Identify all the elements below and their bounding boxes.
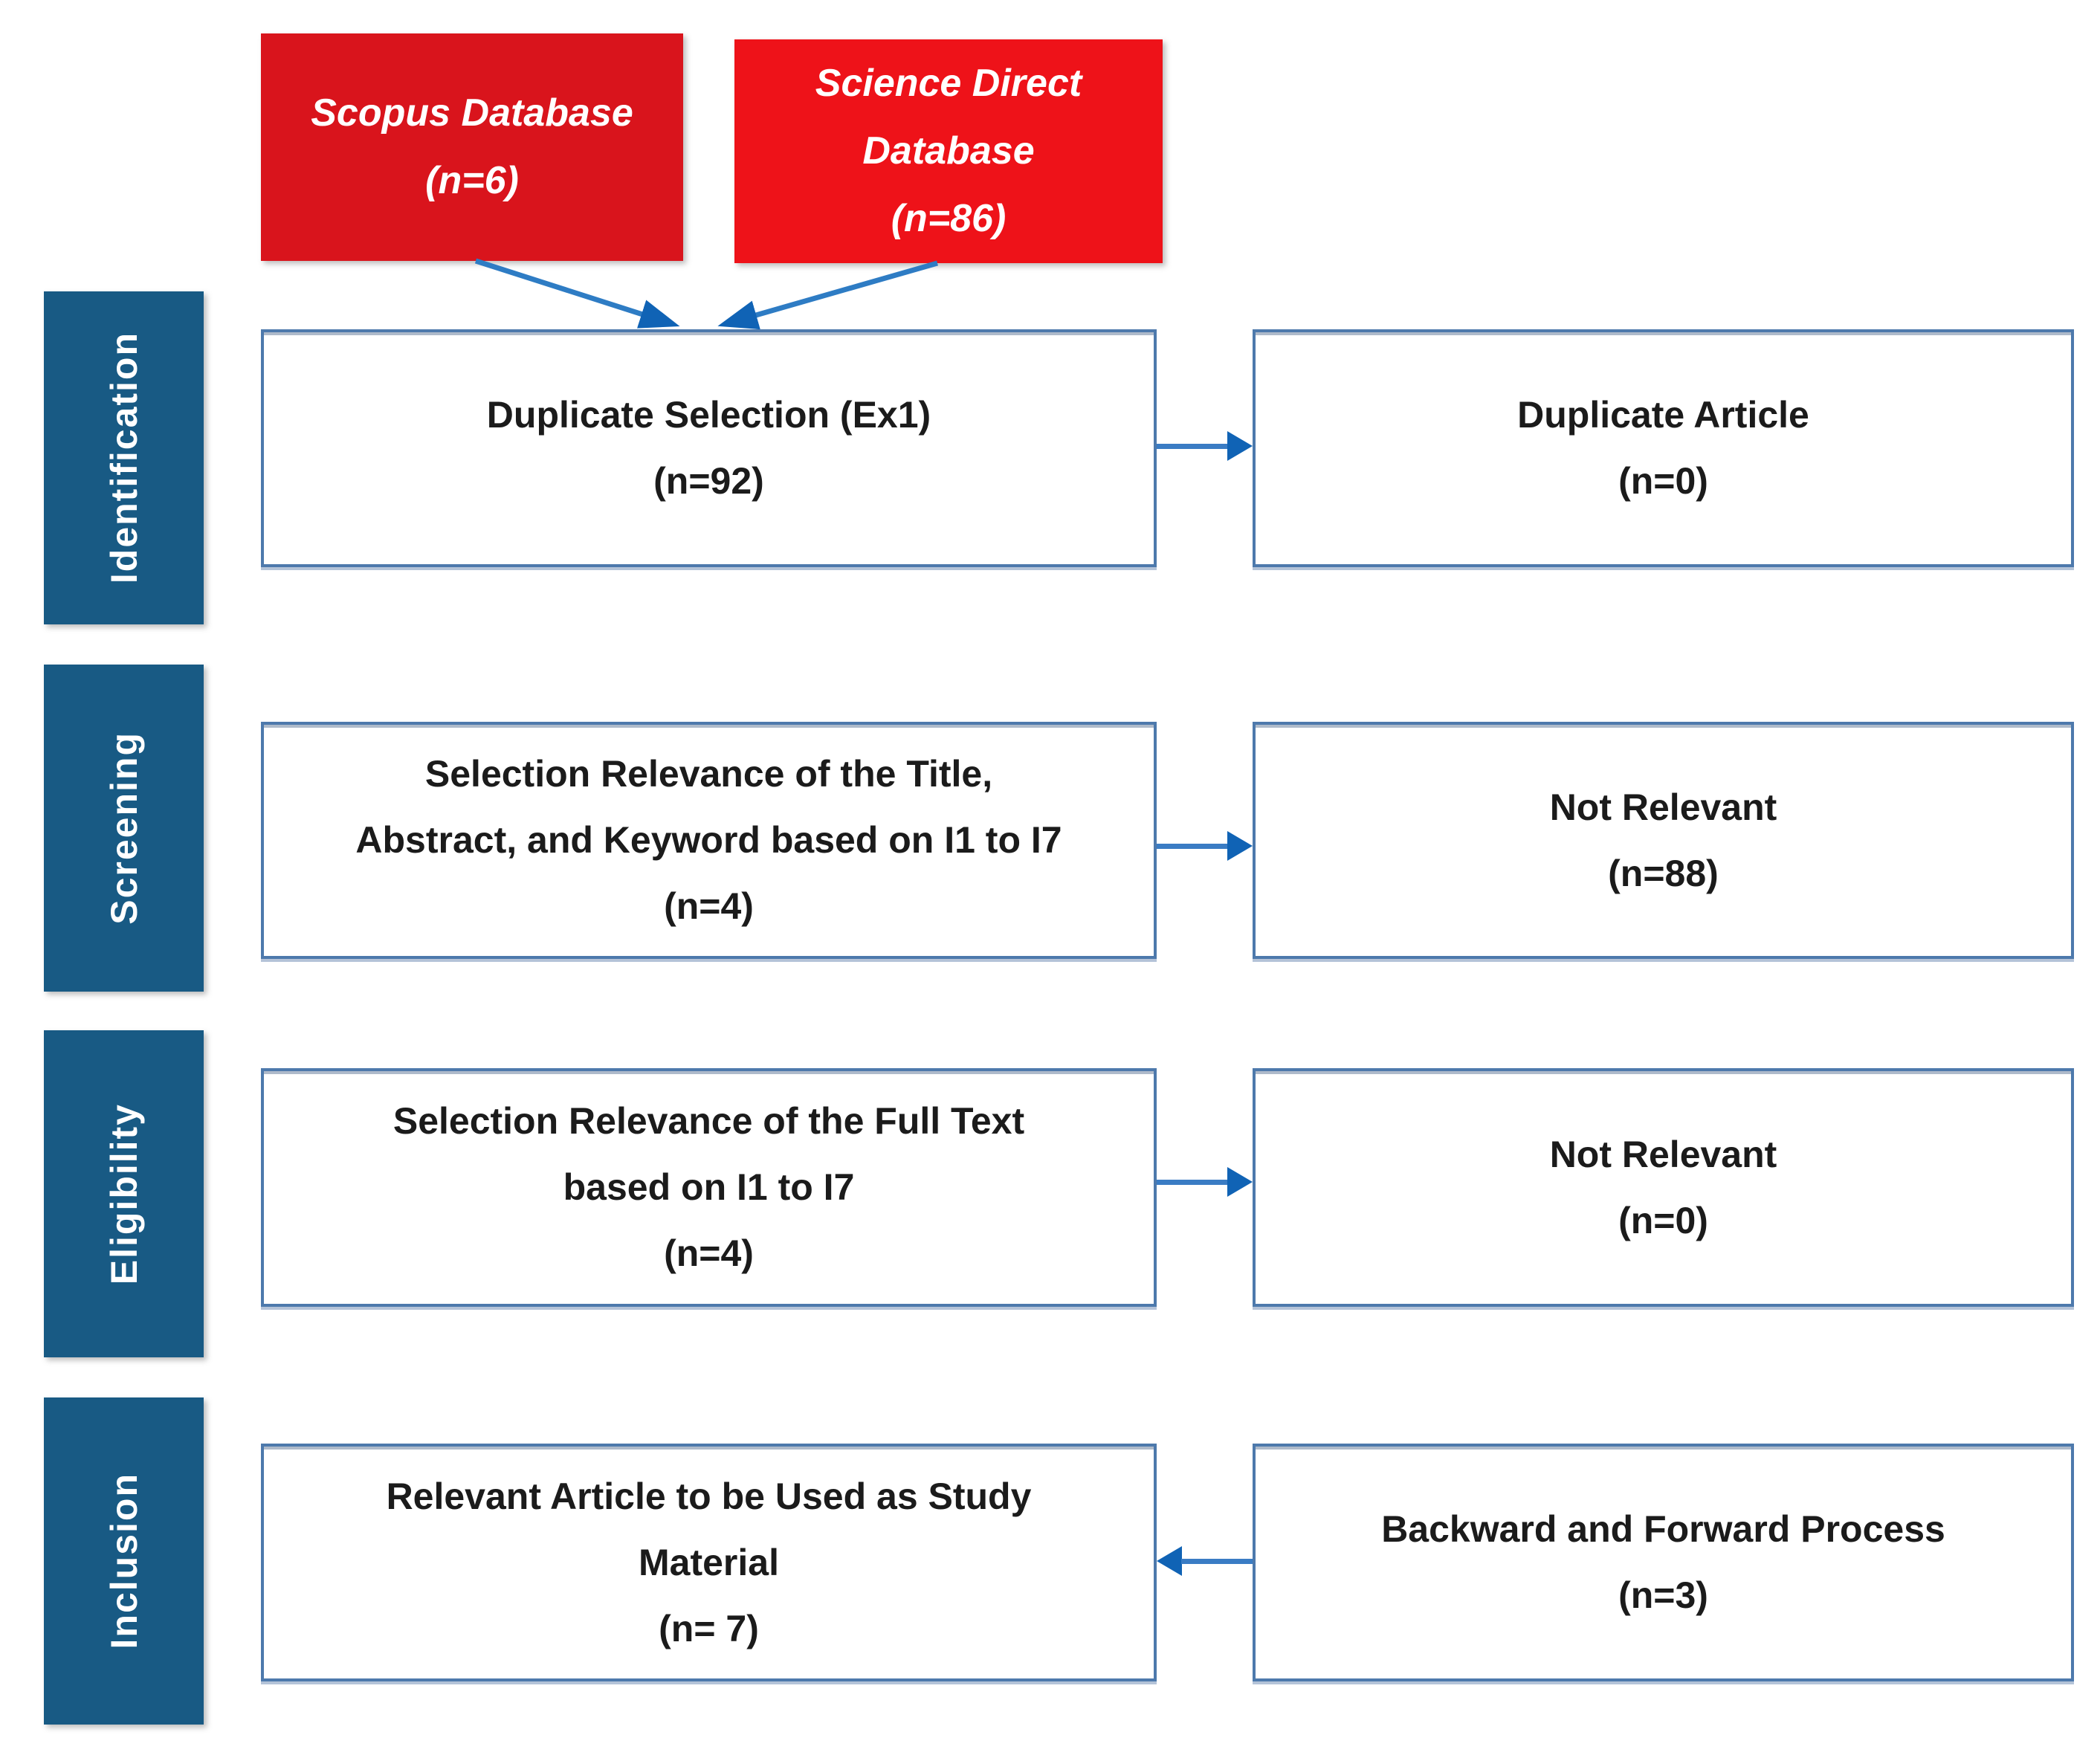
box-text-line: Selection Relevance of the Title, (424, 753, 993, 795)
box-text-line: Not Relevant (1549, 786, 1777, 828)
source-box-text-line: Scopus Database (311, 91, 633, 135)
source-box-text-line: Database (862, 129, 1035, 172)
arrow-shaft (1157, 1180, 1228, 1185)
arrow-row4-left (1157, 1546, 1253, 1576)
arrow-head-left-icon (1157, 1546, 1182, 1576)
stage-label-inclusion: Inclusion (44, 1397, 204, 1725)
arrow-head-right-icon (1227, 431, 1253, 461)
arrow-shaft (1157, 444, 1228, 449)
box-text-line: Not Relevant (1549, 1133, 1777, 1175)
stage-label-text: Eligibility (103, 1102, 145, 1285)
arrow-row1-right (1157, 431, 1253, 461)
stage-label-identification: Identification (44, 291, 204, 624)
arrow-head-right-icon (1227, 831, 1253, 861)
stage-label-eligibility: Eligibility (44, 1030, 204, 1357)
box-text-line: Relevant Article to be Used as Study (386, 1475, 1032, 1517)
source-box-count: (n=86) (891, 197, 1007, 240)
box-full-text-eligibility: Selection Relevance of the Full Text bas… (261, 1068, 1157, 1307)
box-text-line: Material (639, 1541, 779, 1583)
stage-label-text: Identification (103, 332, 145, 584)
arrow-merge-science-direct (717, 260, 938, 330)
box-text-line: Duplicate Article (1517, 394, 1809, 436)
box-count: (n=3) (1618, 1574, 1708, 1616)
box-not-relevant-screening: Not Relevant (n=88) (1253, 722, 2074, 959)
stage-label-text: Inclusion (103, 1473, 145, 1649)
box-not-relevant-eligibility: Not Relevant (n=0) (1253, 1068, 2074, 1307)
source-box-scopus: Scopus Database (n=6) (261, 33, 683, 261)
box-backward-forward-process: Backward and Forward Process (n=3) (1253, 1444, 2074, 1681)
box-count: (n=0) (1618, 460, 1708, 502)
box-count: (n=4) (664, 1232, 754, 1274)
box-duplicate-article: Duplicate Article (n=0) (1253, 329, 2074, 567)
box-relevant-article-inclusion: Relevant Article to be Used as Study Mat… (261, 1444, 1157, 1681)
box-count: (n= 7) (659, 1607, 759, 1649)
box-text-line: Selection Relevance of the Full Text (392, 1100, 1025, 1142)
box-count: (n=92) (653, 460, 764, 502)
box-text-line: Backward and Forward Process (1381, 1508, 1945, 1550)
arrow-shaft (1181, 1559, 1253, 1564)
arrow-shaft (1157, 844, 1228, 849)
box-count: (n=0) (1618, 1199, 1708, 1241)
source-box-science-direct: Science Direct Database (n=86) (734, 39, 1163, 263)
arrow-merge-scopus (474, 258, 680, 329)
source-box-count: (n=6) (425, 159, 519, 202)
arrow-row2-right (1157, 831, 1253, 861)
box-title-abstract-keyword-screening: Selection Relevance of the Title, Abstra… (261, 722, 1157, 959)
box-count: (n=4) (664, 885, 754, 927)
arrow-row3-right (1157, 1167, 1253, 1197)
stage-label-screening: Screening (44, 665, 204, 992)
source-box-text-line: Science Direct (815, 62, 1082, 105)
box-count: (n=88) (1608, 852, 1719, 894)
arrow-head-right-icon (1227, 1167, 1253, 1197)
box-duplicate-selection: Duplicate Selection (Ex1) (n=92) (261, 329, 1157, 567)
box-text-line: Abstract, and Keyword based on I1 to I7 (355, 819, 1062, 861)
stage-label-text: Screening (103, 731, 145, 925)
box-text-line: based on I1 to I7 (563, 1166, 855, 1208)
box-text-line: Duplicate Selection (Ex1) (486, 394, 931, 436)
